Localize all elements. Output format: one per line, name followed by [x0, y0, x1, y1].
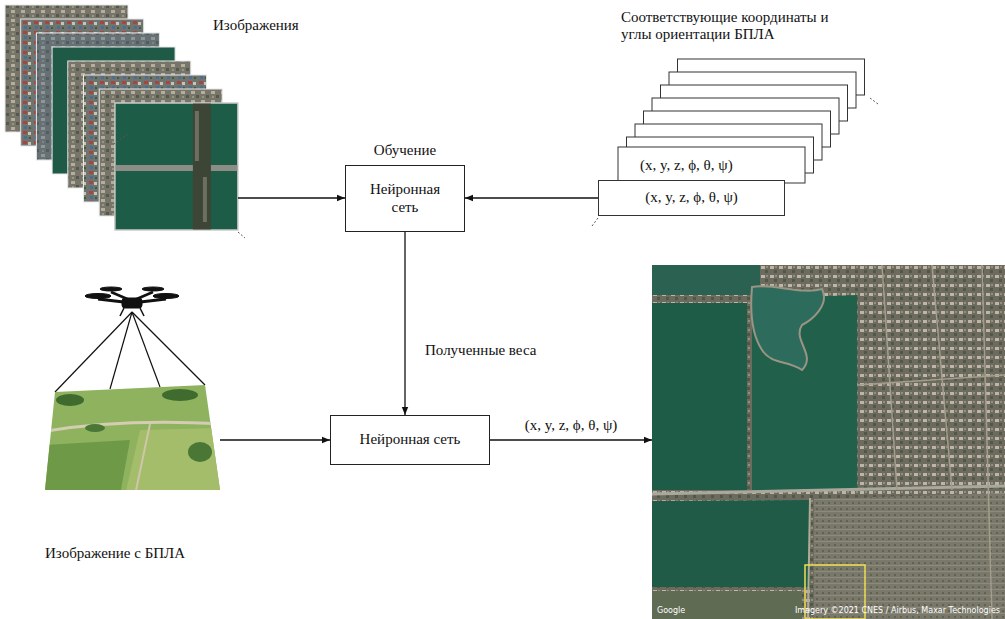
illustration-part	[188, 442, 212, 462]
flow-arrow	[404, 232, 405, 415]
image-caption: Изображение с БПЛА	[45, 545, 185, 562]
illustration-part	[140, 308, 144, 316]
map-attribution: Google	[657, 607, 685, 616]
illustration-part	[135, 424, 150, 495]
illustration-part	[652, 591, 802, 619]
illustration-part	[120, 308, 124, 316]
illustration-part	[592, 218, 598, 226]
illustration-part	[132, 312, 205, 385]
illustration-part	[193, 103, 211, 230]
illustration-part	[618, 147, 805, 183]
illustration-part	[40, 422, 225, 432]
edge-label: (x, y, z, ϕ, θ, ψ)	[523, 417, 620, 434]
map-attribution: Imagery ©2021 CNES / Airbus, Maxar Techn…	[795, 607, 1000, 616]
illustration-part	[122, 298, 142, 308]
illustration-part	[115, 103, 238, 230]
illustration-part	[814, 493, 1005, 619]
illustration-part	[132, 312, 160, 387]
stage-label: Обучение	[374, 142, 436, 159]
pose-vector: (x, y, z, ϕ, θ, ψ)	[645, 189, 738, 206]
illustration-part	[652, 265, 1005, 619]
illustration-part	[652, 265, 1005, 619]
illustration-part	[857, 375, 1005, 385]
illustration-part	[56, 394, 84, 406]
process-box: Нейронная сеть	[330, 415, 490, 465]
illustration-part	[40, 440, 130, 495]
illustration-part	[85, 424, 105, 432]
satellite-map: Google Imagery ©2021 CNES / Airbus, Maxar…	[652, 265, 1005, 619]
drone-photo	[40, 380, 225, 495]
pose-vector: (x, y, z, ϕ, θ, ψ)	[640, 157, 733, 174]
sheet-heading: Соответствующие координаты и углы ориент…	[621, 9, 853, 44]
illustration-part	[162, 389, 198, 401]
illustration-part	[982, 265, 992, 619]
process-box: ОбучениеНейронная сеть	[345, 165, 465, 232]
illustration-part	[115, 103, 238, 230]
illustration-part	[751, 286, 824, 370]
illustration-part	[110, 312, 132, 389]
stack-dots	[114, 134, 245, 238]
illustration-part	[652, 303, 747, 490]
drone-symbol	[85, 287, 179, 316]
illustration-part	[115, 103, 238, 230]
illustration-part	[808, 498, 810, 619]
edge-label: Полученные веса	[423, 342, 538, 359]
satellite-map	[652, 265, 1005, 619]
box-label: Нейронная сеть	[358, 181, 453, 216]
illustration-part	[115, 165, 238, 171]
box-label: Нейронная сеть	[360, 431, 461, 448]
drone-image: Изображение с БПЛА	[45, 383, 220, 493]
flow-arrow	[238, 197, 345, 198]
illustration-part	[153, 294, 179, 299]
illustration-part	[882, 265, 897, 490]
illustration-part	[238, 232, 245, 238]
illustration-part	[932, 265, 952, 490]
sheet-dots	[592, 98, 878, 226]
image-stack-picture	[5, 5, 238, 230]
illustration-part	[652, 500, 810, 587]
camera-rays	[55, 312, 205, 392]
illustration-part	[40, 380, 225, 495]
illustration-part	[85, 294, 111, 299]
illustration-part	[652, 265, 760, 295]
flow-arrow	[490, 439, 652, 440]
illustration-part	[125, 428, 225, 495]
illustration-part	[55, 312, 132, 392]
illustration-part	[114, 134, 128, 144]
illustration-part	[203, 177, 207, 222]
illustration-part	[870, 98, 878, 104]
image-stack: Изображения	[5, 5, 238, 232]
flow-arrow	[465, 197, 598, 198]
illustration-part	[100, 287, 122, 291]
illustration-part	[195, 111, 199, 161]
illustration-part	[142, 287, 164, 291]
stack-label: Изображения	[213, 17, 299, 34]
sheet-stack	[618, 59, 865, 183]
coordinate-sheet: Соответствующие координаты и углы ориент…	[598, 180, 785, 216]
flow-arrow	[220, 439, 330, 440]
